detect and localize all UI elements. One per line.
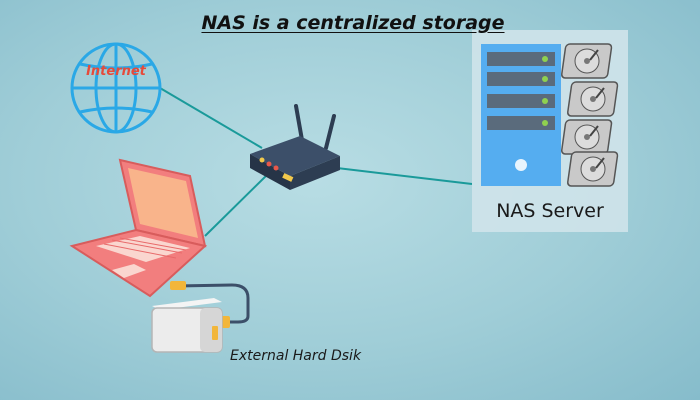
nas-hard-disks [560,43,619,187]
link-internet-router [159,87,263,149]
globe-icon [70,42,162,134]
hard-disk-icon [566,81,619,117]
network-links [159,87,473,237]
diagram-title: NAS is a centralized storage [201,12,505,34]
external-disk-icon [151,298,223,353]
link-router-nas [336,167,473,185]
internet-label: Internet [86,64,146,79]
laptop-icon [69,158,208,298]
external-disk-label: External Hard Dsik [230,348,362,364]
hard-disk-icon [566,151,619,187]
hard-disk-icon [560,119,613,155]
nas-server-label: NAS Server [496,200,604,222]
link-laptop-router [204,171,271,237]
hard-disk-icon [560,43,613,79]
server-icon [481,44,561,186]
router-icon [250,104,340,190]
